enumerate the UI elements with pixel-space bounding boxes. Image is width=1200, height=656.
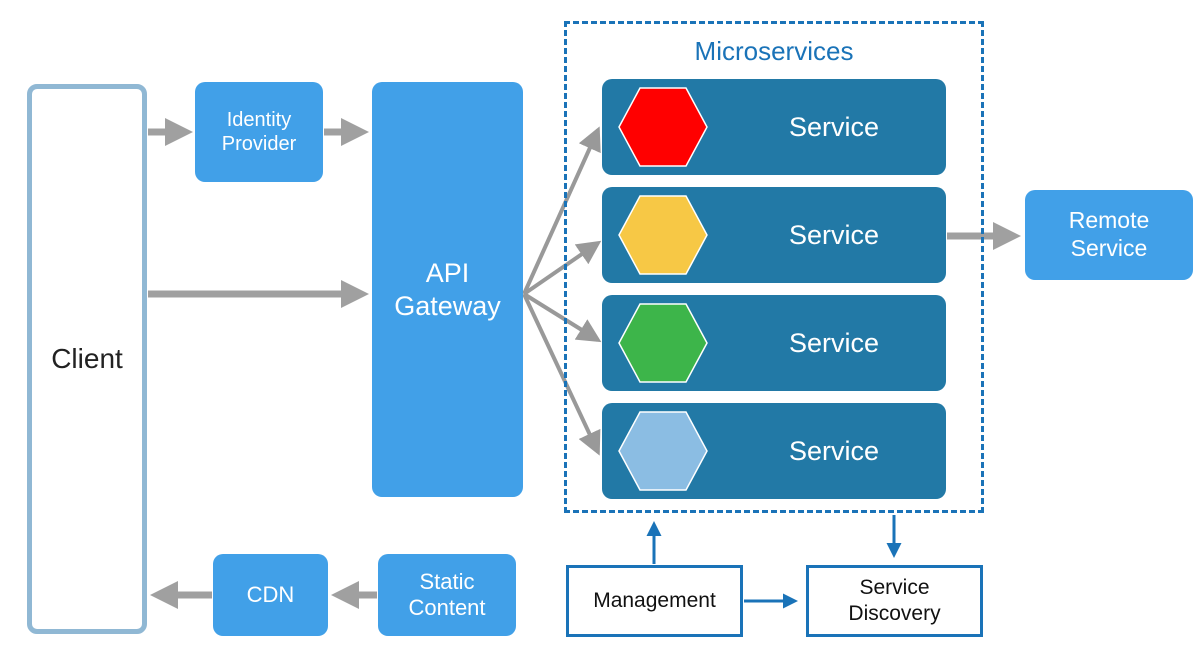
remote-service-line1: Remote bbox=[1068, 207, 1150, 234]
hexagon-icon bbox=[618, 303, 708, 383]
management-label: Management bbox=[593, 588, 716, 612]
microservices-title: Microservices bbox=[694, 36, 854, 66]
identity-provider-box: Identity Provider bbox=[195, 82, 323, 182]
arrow-gateway-to-service-1 bbox=[522, 126, 601, 295]
identity-provider-line2: Provider bbox=[221, 133, 297, 155]
arrow-gateway-to-service-4 bbox=[522, 293, 601, 456]
hexagon-icon bbox=[618, 195, 708, 275]
arrow-gateway-to-service-2 bbox=[522, 240, 602, 296]
service-discovery-line2: Discovery bbox=[848, 602, 941, 625]
service-box-4: Service bbox=[602, 403, 946, 499]
static-content-box: Static Content bbox=[378, 554, 516, 636]
hexagon-icon bbox=[618, 411, 708, 491]
hexagon-icon bbox=[618, 87, 708, 167]
microservices-frame bbox=[564, 21, 984, 513]
service-box-1: Service bbox=[602, 79, 946, 175]
api-gateway-box: API Gateway bbox=[372, 82, 523, 497]
service-label: Service bbox=[788, 327, 880, 358]
remote-service-box: Remote Service bbox=[1025, 190, 1193, 280]
client-box: Client bbox=[27, 84, 147, 634]
service-discovery-line1: Service bbox=[859, 575, 930, 599]
api-gateway-line1: API bbox=[425, 258, 470, 289]
service-label: Service bbox=[788, 111, 880, 142]
service-discovery-box: Service Discovery bbox=[806, 565, 983, 637]
static-content-line1: Static bbox=[419, 568, 475, 594]
cdn-box: CDN bbox=[213, 554, 328, 636]
remote-service-line2: Service bbox=[1070, 235, 1148, 261]
service-label: Service bbox=[788, 219, 880, 250]
service-box-3: Service bbox=[602, 295, 946, 391]
static-content-line2: Content bbox=[408, 595, 486, 620]
client-label: Client bbox=[51, 343, 123, 375]
service-label: Service bbox=[788, 435, 880, 466]
arrow-gateway-to-service-3 bbox=[522, 292, 602, 343]
management-box: Management bbox=[566, 565, 743, 637]
cdn-label: CDN bbox=[246, 581, 295, 607]
service-box-2: Service bbox=[602, 187, 946, 283]
api-gateway-line2: Gateway bbox=[394, 290, 501, 321]
identity-provider-line1: Identity bbox=[226, 109, 292, 131]
